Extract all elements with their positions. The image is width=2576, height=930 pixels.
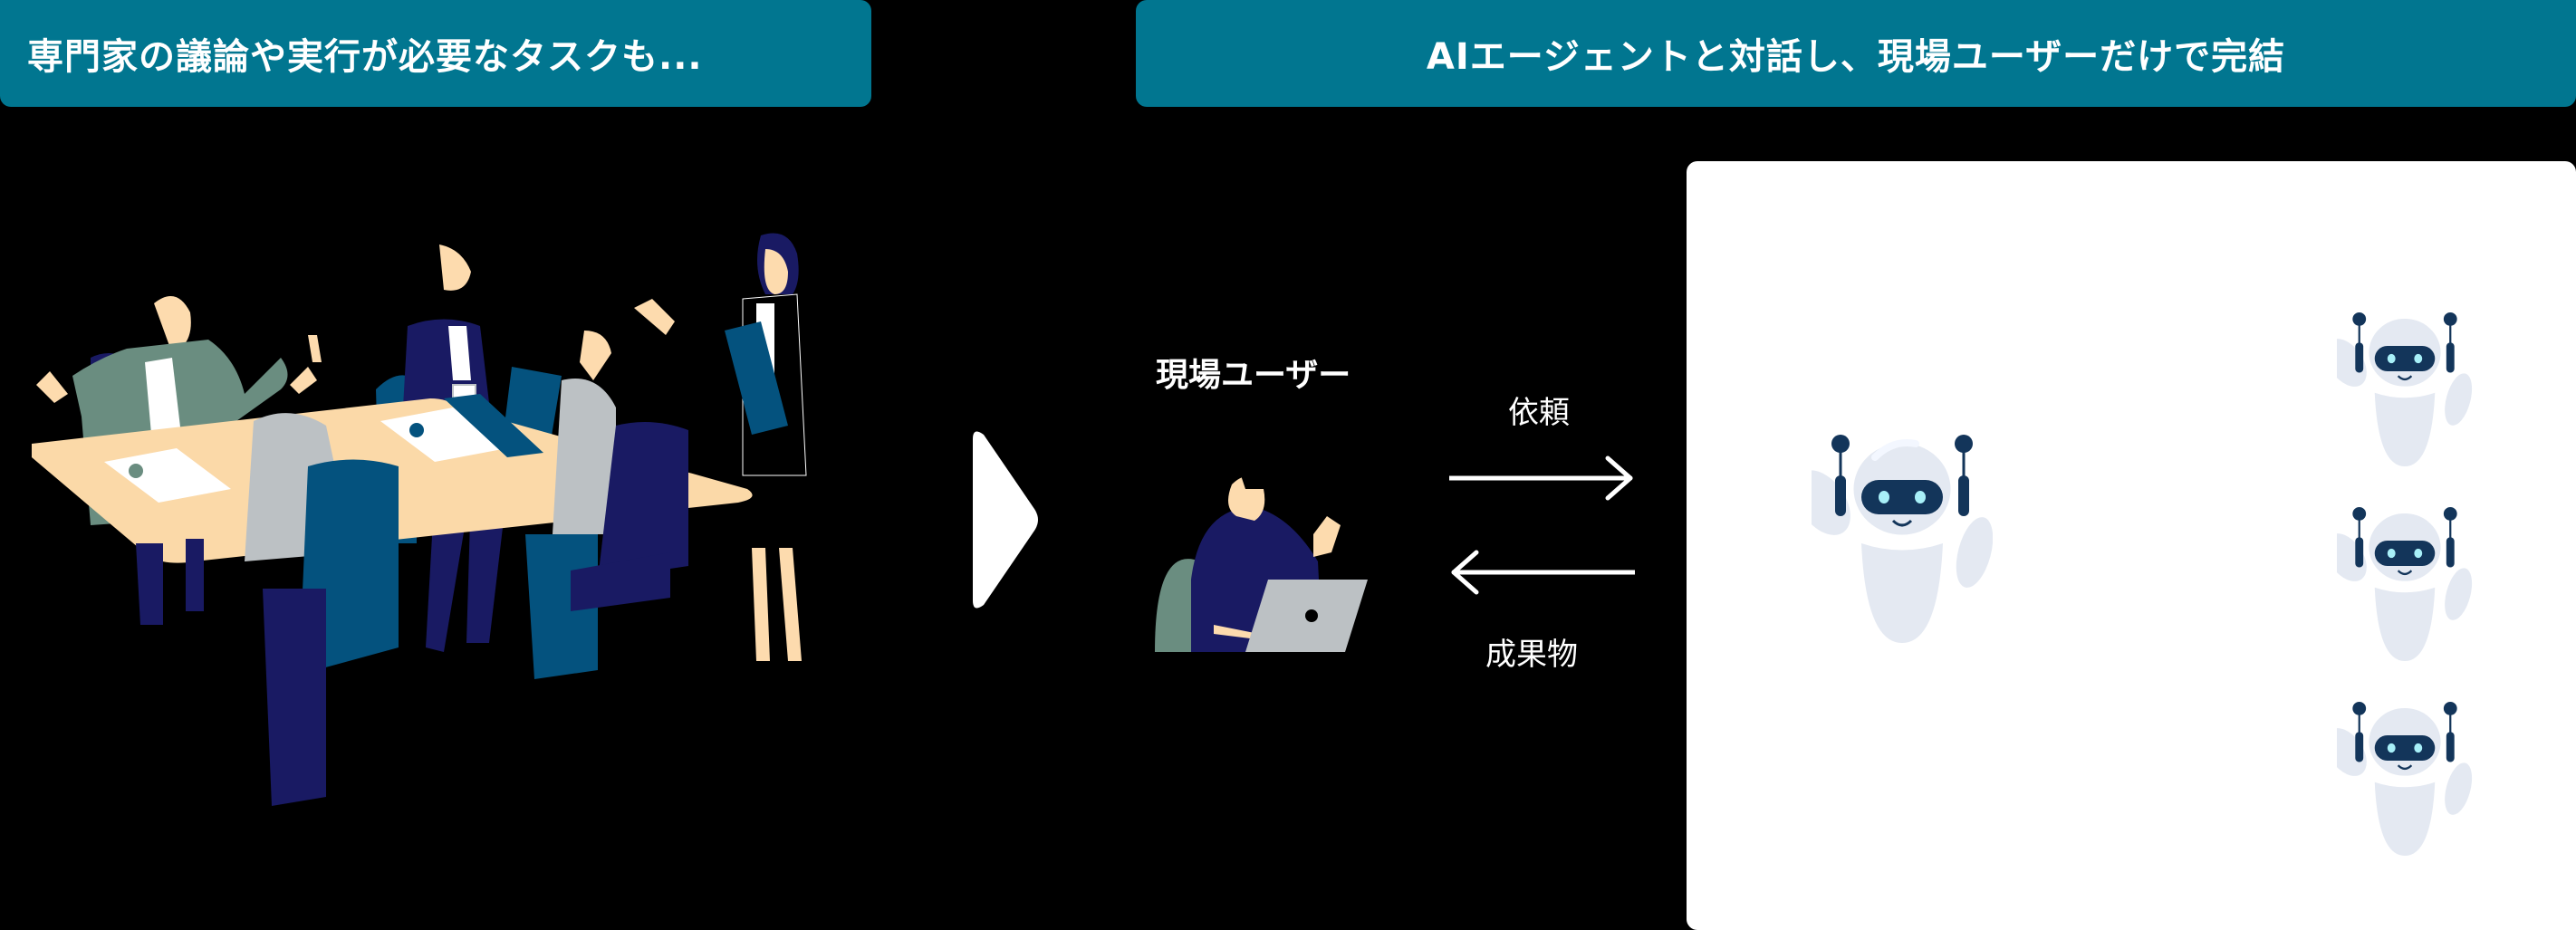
banner-ai-agent: AIエージェントと対話し、現場ユーザーだけで完結 [1136, 0, 2576, 107]
banner-experts: 専門家の議論や実行が必要なタスクも... [0, 0, 871, 107]
robot-icon [1812, 435, 1993, 643]
arrow-right-icon [1449, 455, 1633, 501]
deliverable-label: 成果物 [1485, 637, 1578, 673]
robot-icon [2337, 312, 2473, 466]
field-user-label: 現場ユーザー [1156, 357, 1351, 394]
request-label: 依頼 [1508, 395, 1570, 431]
banner-ai-agent-title: AIエージェントと対話し、現場ユーザーだけで完結 [1426, 36, 2286, 78]
banner-experts-title: 専門家の議論や実行が必要なタスクも... [27, 36, 703, 78]
expert-meeting-illustration [32, 233, 807, 806]
field-user-illustration [1155, 473, 1368, 652]
arrow-left-icon [1451, 550, 1635, 595]
robot-icon [2337, 702, 2473, 856]
chevron-right-icon [973, 431, 1038, 609]
robot-icon [2337, 507, 2473, 661]
